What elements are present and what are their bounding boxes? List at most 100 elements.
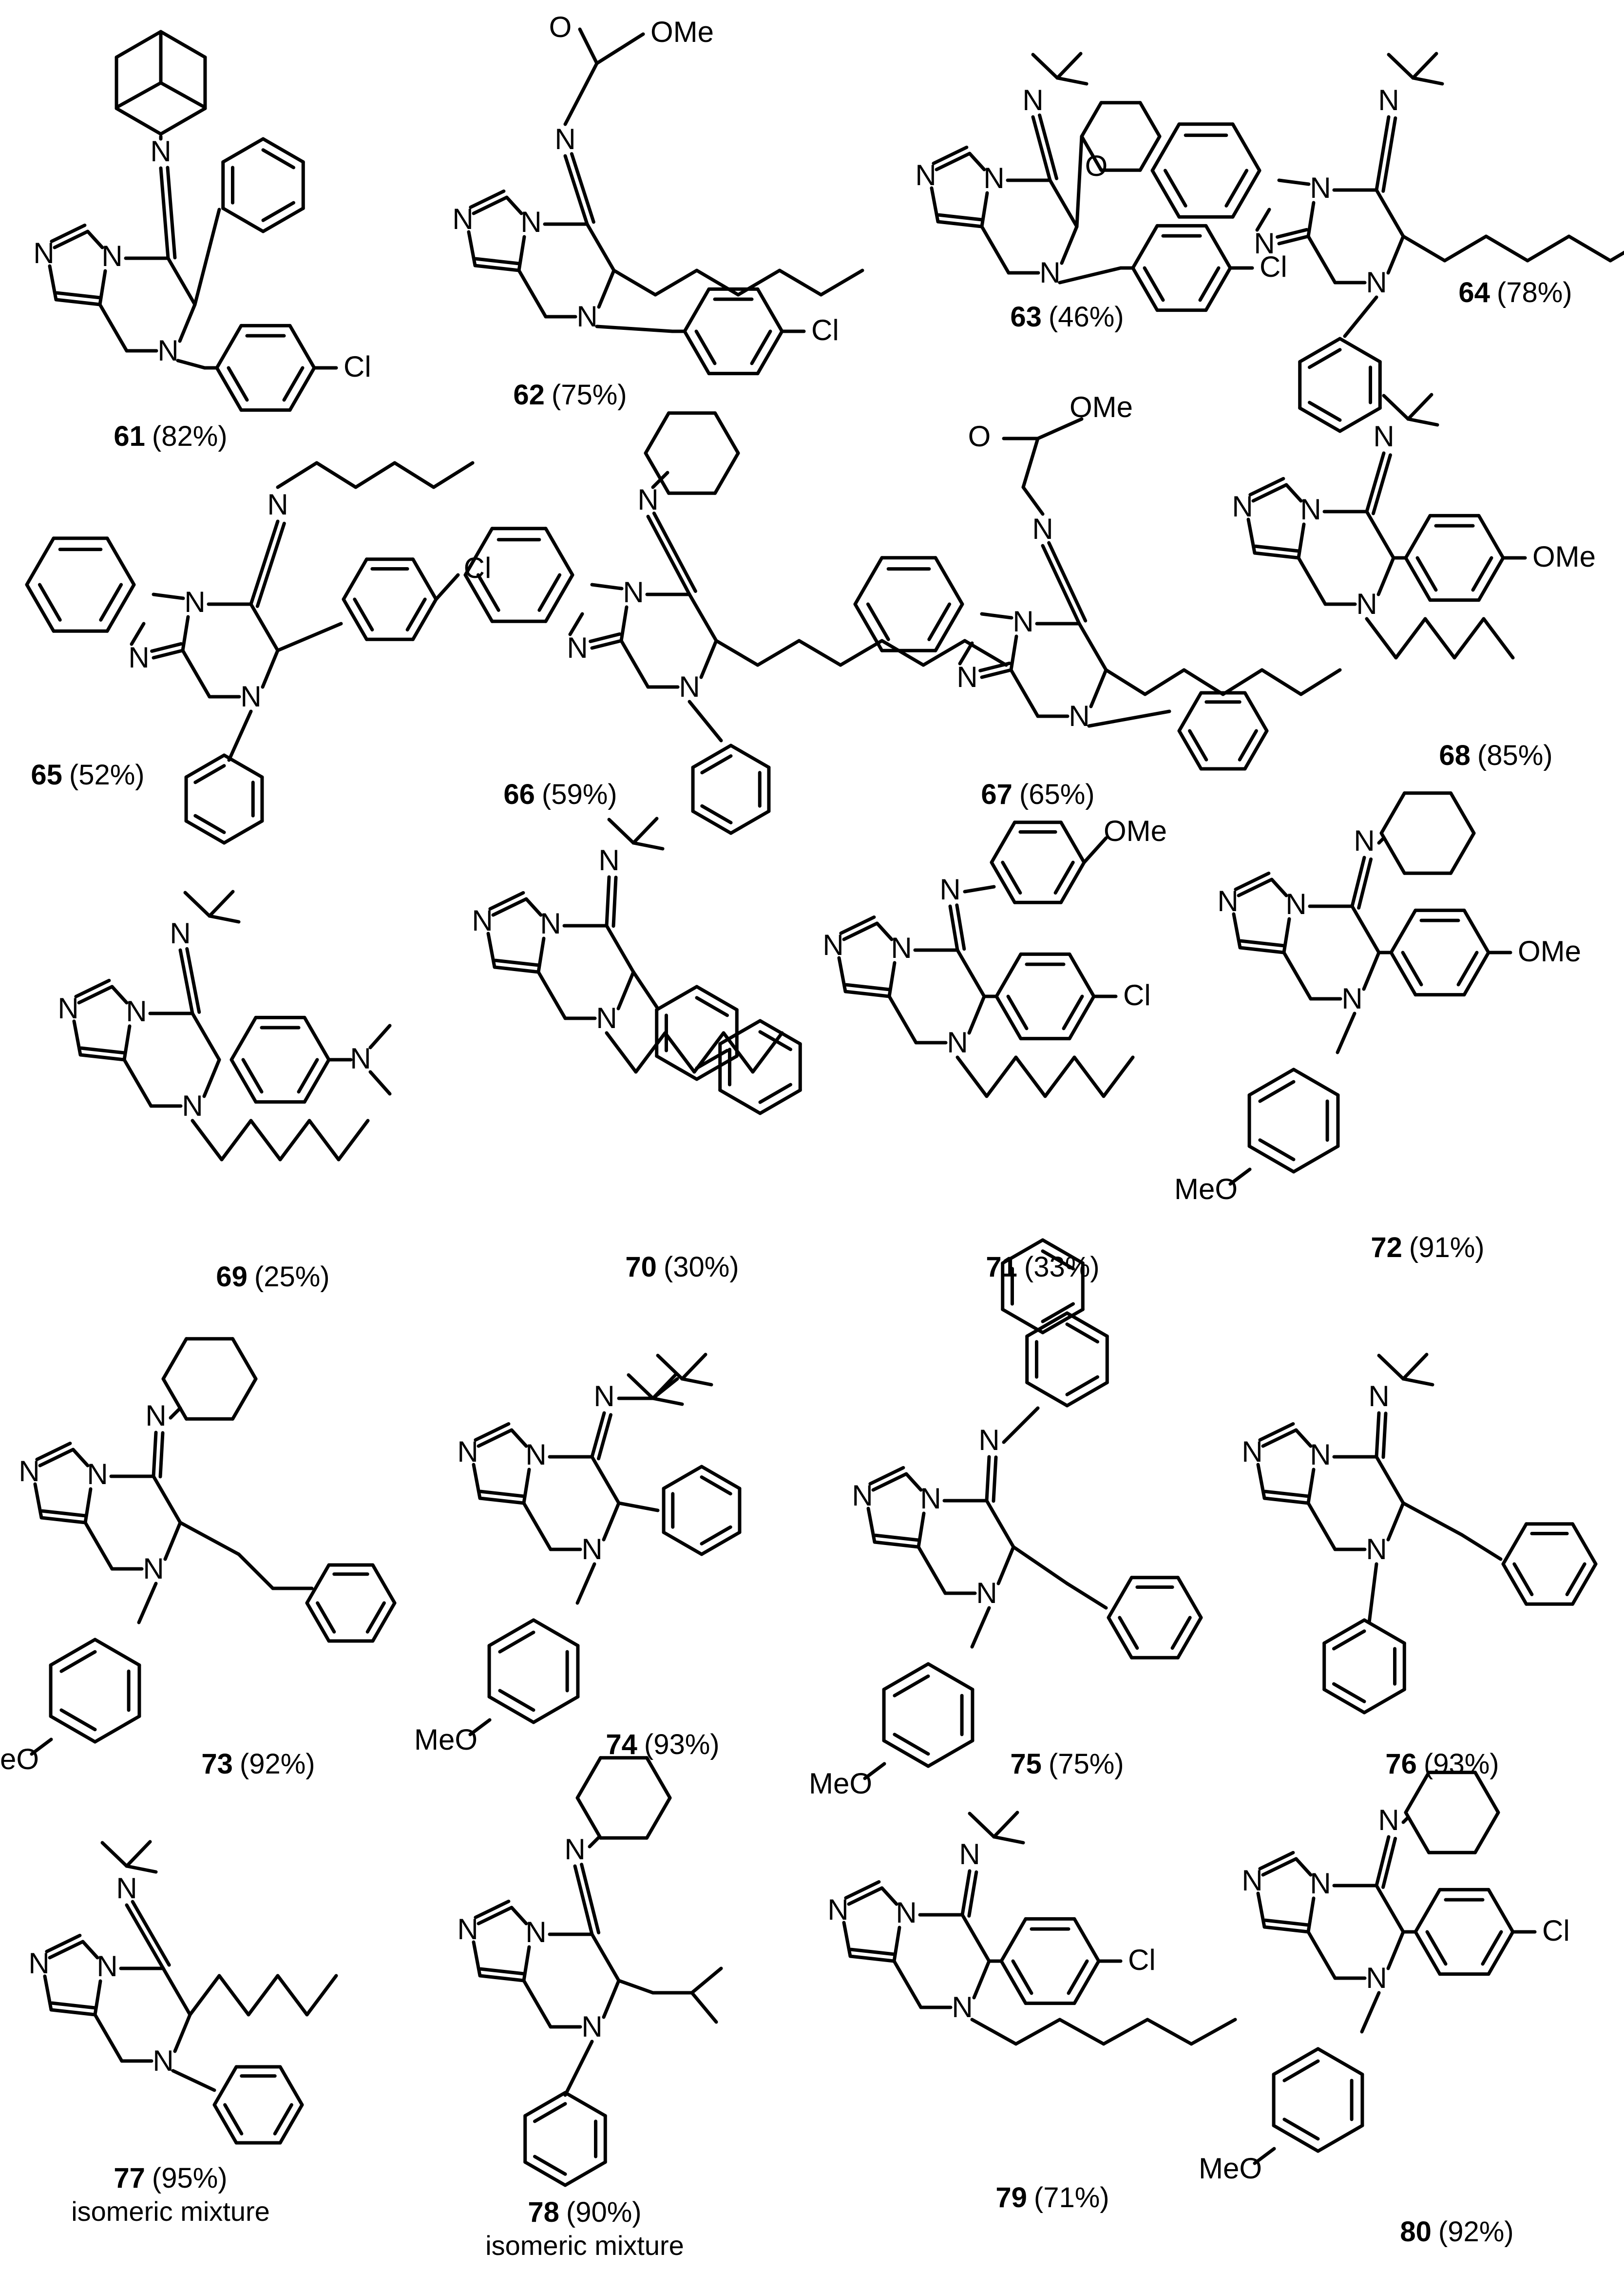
ring-nitrogen: N [184,586,205,618]
compound-yield: (75%) [552,379,627,411]
compound-note: isomeric mixture [71,2196,270,2227]
methoxy: OMe [1104,815,1167,847]
ring-nitrogen: N [896,1896,917,1929]
compound-yield: (52%) [69,759,145,791]
compound-number: 66 [503,779,535,810]
compound-number: 69 [216,1261,248,1293]
svg-text:72(91%): 72(91%) [1371,1232,1484,1263]
amine-nitrogen: N [1039,256,1060,289]
compound-number: 77 [114,2162,145,2194]
ring-nitrogen: N [540,907,561,940]
imine-nitrogen: N [598,844,619,877]
imine-nitrogen: N [1378,84,1399,116]
svg-text:76(93%): 76(93%) [1385,1748,1499,1780]
svg-text:70(30%): 70(30%) [625,1251,739,1283]
imine-nitrogen: N [116,1872,137,1905]
imidazole-nitrogen: N [1254,227,1275,260]
amine-nitrogen: N [952,1991,973,2023]
imine-nitrogen: N [554,123,575,155]
ring-nitrogen: N [520,206,541,238]
methoxy: MeO [414,1723,478,1756]
compound-yield: (93%) [1424,1748,1499,1780]
imidazole-nitrogen: N [472,904,493,937]
compound-number: 65 [31,759,62,791]
svg-text:67(65%): 67(65%) [981,779,1094,810]
imidazole-nitrogen: N [852,1479,873,1512]
svg-text:69(25%): 69(25%) [216,1261,329,1293]
svg-text:80(92%): 80(92%) [1400,2216,1513,2248]
imine-nitrogen: N [1022,84,1043,116]
compound-yield: (85%) [1477,740,1553,771]
chloro: Cl [811,314,839,346]
amine-nitrogen: N [679,670,700,703]
amine-nitrogen: N [143,1552,164,1585]
compound-note: isomeric mixture [485,2230,684,2261]
imine-nitrogen: N [267,488,288,521]
ring-nitrogen: N [891,932,912,964]
ring-nitrogen: N [1013,605,1033,638]
methoxy: MeO [0,1743,39,1775]
compound-number: 74 [606,1729,637,1760]
imidazole-nitrogen: N [1242,1435,1262,1468]
compound-number: 78 [528,2196,559,2228]
amine-nitrogen: N [976,1577,997,1609]
svg-text:75(75%): 75(75%) [1010,1748,1124,1780]
imine-nitrogen: N [564,1833,585,1866]
ring-nitrogen: N [96,1950,117,1983]
compound-number: 72 [1371,1232,1402,1263]
svg-text:64(78%): 64(78%) [1458,277,1572,308]
imine-nitrogen: N [593,1380,614,1412]
amine-nitrogen: N [1069,700,1089,732]
ring-nitrogen: N [1310,172,1331,204]
compound-yield: (91%) [1409,1232,1485,1263]
methoxy: MeO [809,1767,872,1800]
imidazole-nitrogen: N [33,237,54,269]
amine-nitrogen: N [182,1089,203,1122]
imine-nitrogen: N [1032,513,1053,545]
imine-nitrogen: N [1354,824,1375,857]
compound-number: 68 [1439,740,1471,771]
imidazole-nitrogen: N [19,1455,39,1488]
compound-yield: (65%) [1019,779,1095,810]
compound-yield: (90%) [566,2196,642,2228]
compound-70: N N N N 70(30%) [472,817,802,1283]
imine-nitrogen: N [959,1838,980,1870]
ester-methoxy: OMe [650,16,714,48]
compound-yield: (46%) [1049,301,1124,333]
svg-text:62(75%): 62(75%) [513,379,627,411]
svg-text:79(71%): 79(71%) [995,2182,1109,2213]
methoxy: OMe [1518,935,1581,968]
compound-number: 80 [1400,2216,1432,2248]
amine-nitrogen: N [596,1002,617,1034]
chloro: Cl [1542,1914,1570,1947]
compound-yield: (78%) [1497,277,1572,308]
imine-nitrogen: N [145,1399,166,1432]
ring-nitrogen: N [101,240,122,272]
compound-number: 62 [513,379,545,411]
compound-64: N N N N 64(78%) [1150,52,1624,433]
svg-text:61(82%): 61(82%) [114,420,227,452]
ester-methoxy: OMe [1070,391,1133,423]
amine-nitrogen: N [1366,266,1387,299]
amine-nitrogen: N [581,1533,602,1565]
furan-oxygen: O [1085,150,1108,182]
compound-yield: (33%) [1024,1251,1100,1283]
imidazole-nitrogen: N [1242,1864,1262,1897]
amine-nitrogen: N [576,300,597,333]
compound-yield: (75%) [1049,1748,1124,1780]
ring-nitrogen: N [920,1482,941,1515]
compound-yield: (25%) [254,1261,330,1293]
ring-nitrogen: N [983,162,1004,194]
compound-yield: (30%) [664,1251,739,1283]
imine-nitrogen: N [637,483,658,516]
